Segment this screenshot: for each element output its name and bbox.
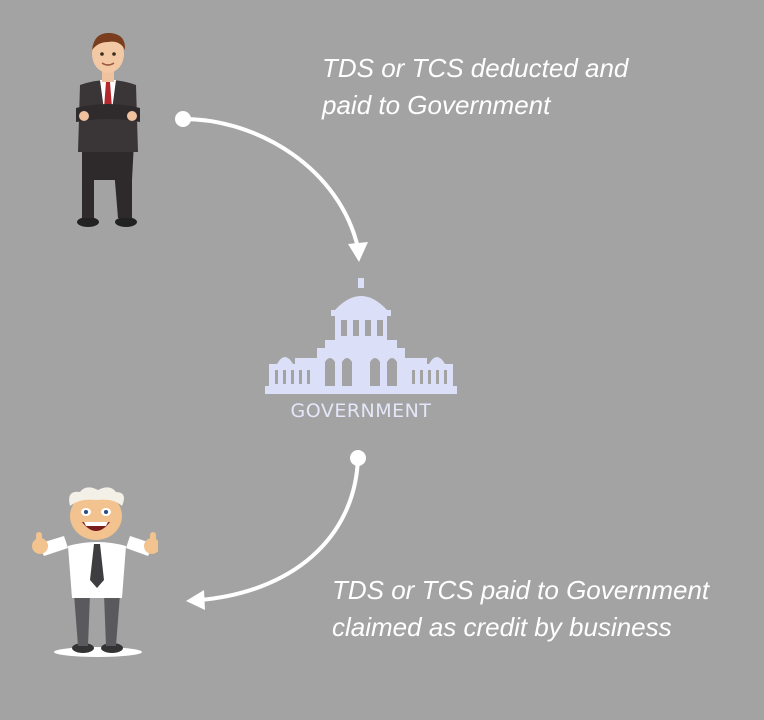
caption-line: claimed as credit by business <box>332 612 672 642</box>
happy-businessman-icon <box>32 487 158 657</box>
government-building-icon <box>265 278 457 394</box>
claimed-caption: TDS or TCS paid to Government claimed as… <box>332 572 709 646</box>
curved-arrow-icon <box>175 111 368 262</box>
caption-line: TDS or TCS deducted and <box>322 53 629 83</box>
caption-line: TDS or TCS paid to Government <box>332 575 710 605</box>
caption-line: paid to Government <box>322 90 551 120</box>
deducted-caption: TDS or TCS deducted and paid to Governme… <box>322 50 628 124</box>
businessman-icon <box>76 32 140 227</box>
government-label: GOVERNMENT <box>290 400 432 422</box>
curved-arrow-icon <box>186 450 366 610</box>
